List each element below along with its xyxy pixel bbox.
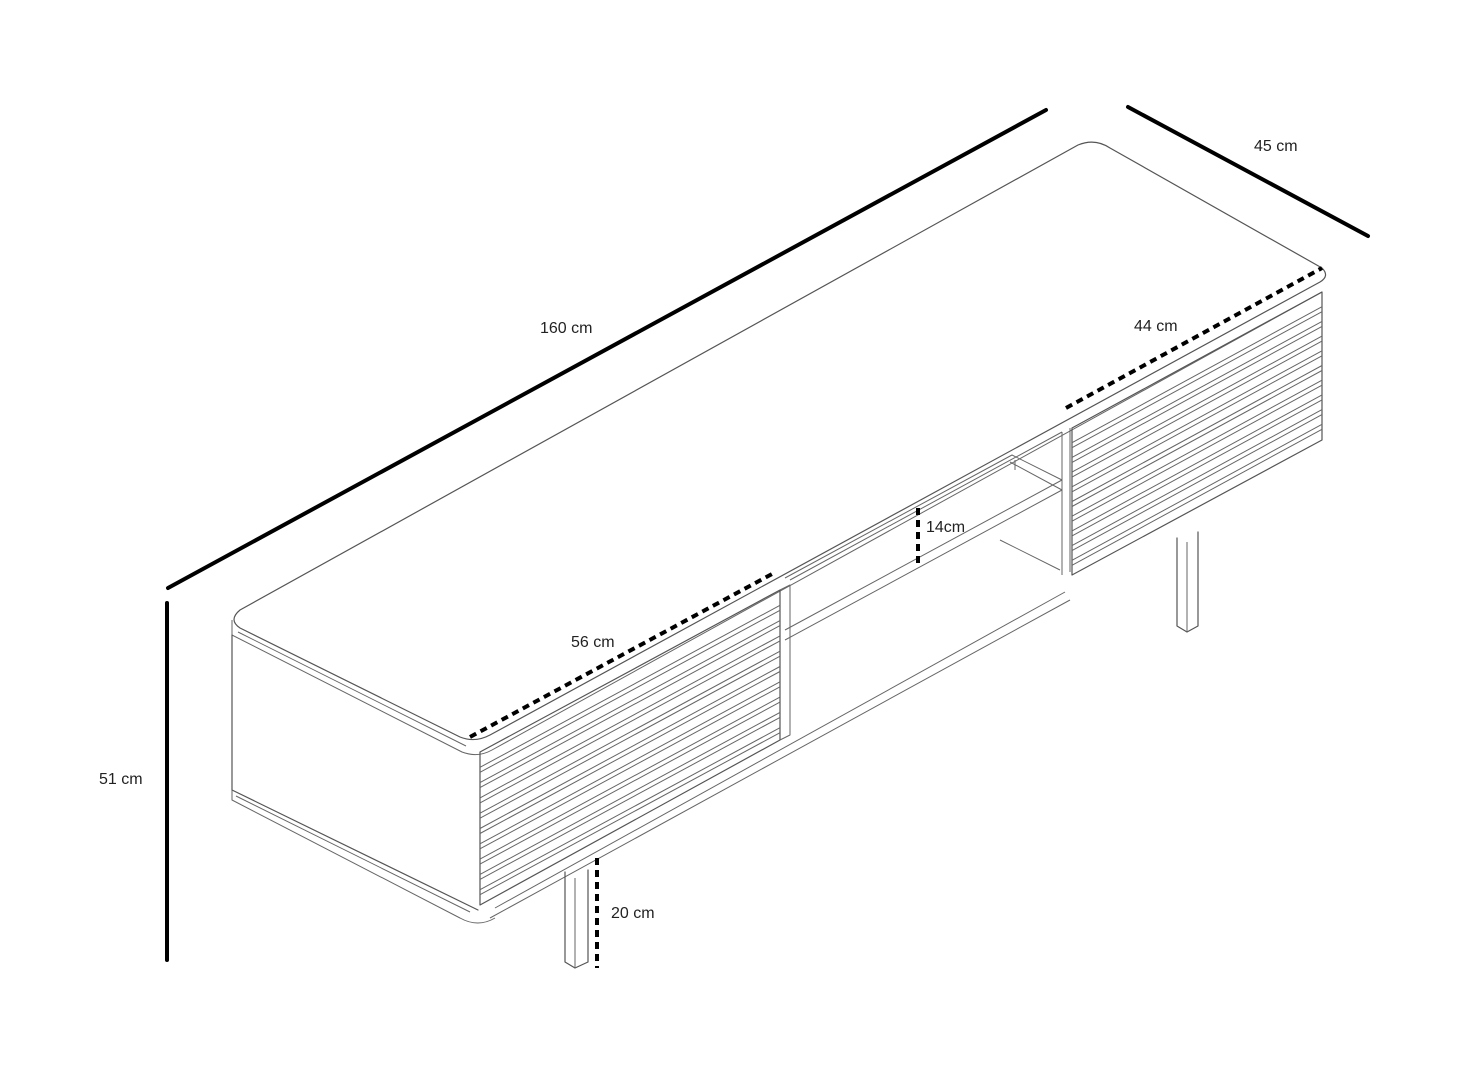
left-door-slat-groove [479, 732, 781, 896]
right-door [1071, 291, 1323, 576]
inner-depth-dimension-line [1065, 266, 1323, 410]
right-door-slat-groove [1071, 306, 1323, 444]
left-door-slat-groove [479, 604, 781, 768]
middle-divider-right [1061, 428, 1071, 575]
left-door-slat-groove [479, 701, 781, 865]
total-height-label: 51 cm [99, 771, 143, 788]
left-door-slat-groove [479, 727, 781, 891]
door-width-dimension-line [469, 572, 773, 739]
right-door-slat-groove [1071, 325, 1323, 463]
right-door-slat-groove [1071, 399, 1323, 537]
right-door-slat-groove [1071, 320, 1323, 458]
leg-height-label: 20 cm [611, 905, 655, 922]
middle-back-panel [999, 460, 1061, 571]
length-label: 160 cm [540, 320, 592, 337]
right-door-slat-groove [1071, 365, 1323, 502]
door-width-label: 56 cm [571, 634, 615, 651]
middle-divider-left [779, 584, 791, 741]
cabinet-top-edge-front [237, 631, 467, 747]
left-door-slat-groove [479, 666, 781, 829]
left-door-slat-groove [479, 635, 781, 799]
right-door-slat-groove [1071, 384, 1323, 522]
left-door-slat-groove [479, 650, 781, 814]
right-door-slat-groove [1071, 335, 1323, 473]
left-door-slat-groove [479, 681, 781, 845]
shelf-height-label: 14cm [926, 519, 965, 536]
middle-shelf [784, 479, 1063, 641]
right-door-slat-groove [1071, 428, 1323, 566]
cabinet-top-surface [233, 141, 1327, 741]
left-cabinet-bottom-inner [235, 795, 471, 913]
inner-depth-label: 44 cm [1134, 318, 1178, 335]
middle-shelf-inner [784, 454, 1063, 579]
right-door-slat-groove [1071, 350, 1323, 488]
left-door-slat-groove [479, 620, 781, 784]
right-door-slats [1071, 306, 1323, 566]
right-door-slat-groove [1071, 394, 1323, 532]
middle-bottom-panel [489, 591, 1071, 919]
length-dimension-line [166, 108, 1048, 590]
right-door-slat-groove [1071, 414, 1323, 552]
left-door-slats [479, 604, 781, 896]
right-door-slat-groove [1071, 370, 1323, 507]
right-door-slat-groove [1071, 423, 1323, 561]
left-door-slat-groove [479, 609, 781, 773]
left-door-slat-groove [479, 640, 781, 804]
middle-top-edge [789, 431, 1063, 581]
depth-dimension-line [1126, 105, 1370, 238]
left-door-slat-groove [479, 711, 781, 875]
left-door-slat-groove [479, 686, 781, 850]
right-door-slat-groove [1071, 379, 1323, 517]
cabinet-top-edge [231, 291, 1323, 756]
left-cabinet-side [231, 634, 479, 911]
left-cabinet-bottom-edge [231, 790, 496, 924]
left-door-slat-groove [479, 716, 781, 880]
left-door-slat-groove [479, 625, 781, 789]
right-door-slat-groove [1071, 311, 1323, 449]
front-leg [564, 869, 589, 969]
left-door-slat-groove [479, 696, 781, 860]
depth-label: 45 cm [1254, 138, 1298, 155]
right-door-slat-groove [1071, 409, 1323, 547]
left-door-slat-groove [479, 671, 781, 834]
right-door-slat-groove [1071, 340, 1323, 478]
left-door-slat-groove [479, 655, 781, 819]
right-door-slat-groove [1071, 355, 1323, 493]
